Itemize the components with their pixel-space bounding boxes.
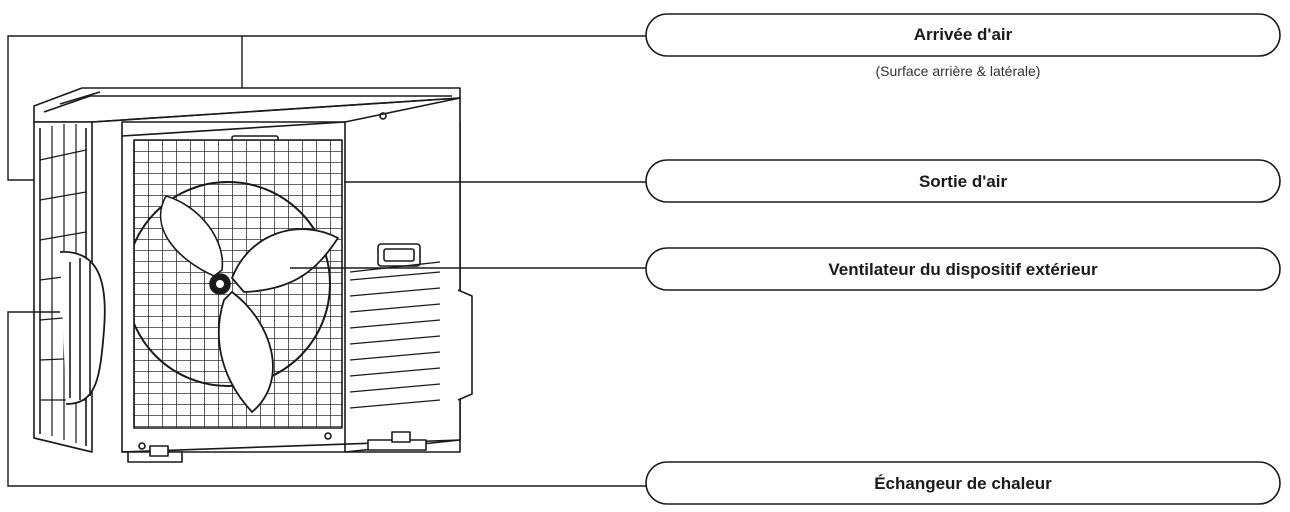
leader-lines <box>7 35 648 487</box>
label-pill-air-outlet: Sortie d'air <box>645 159 1281 203</box>
fan-blade-right <box>231 228 339 293</box>
leader-heat-exchanger <box>7 311 648 487</box>
outdoor-unit-illustration <box>33 87 473 463</box>
air-inlet-note: (Surface arrière & latérale) <box>876 63 1041 79</box>
side-louvers <box>349 261 441 409</box>
leader-air-inlet <box>7 35 648 181</box>
fan-blade-left <box>159 195 224 277</box>
label-pill-outdoor-fan: Ventilateur du dispositif extérieur <box>645 247 1281 291</box>
outdoor-fan-label: Ventilateur du dispositif extérieur <box>828 260 1098 279</box>
air-outlet-label: Sortie d'air <box>919 172 1008 191</box>
fan-blade-lower <box>217 291 274 413</box>
heat-exchanger-label: Échangeur de chaleur <box>874 474 1052 493</box>
air-inlet-label: Arrivée d'air <box>914 25 1013 44</box>
label-pill-heat-exchanger: Échangeur de chaleur <box>645 461 1281 505</box>
label-pill-air-inlet: Arrivée d'air <box>645 13 1281 57</box>
